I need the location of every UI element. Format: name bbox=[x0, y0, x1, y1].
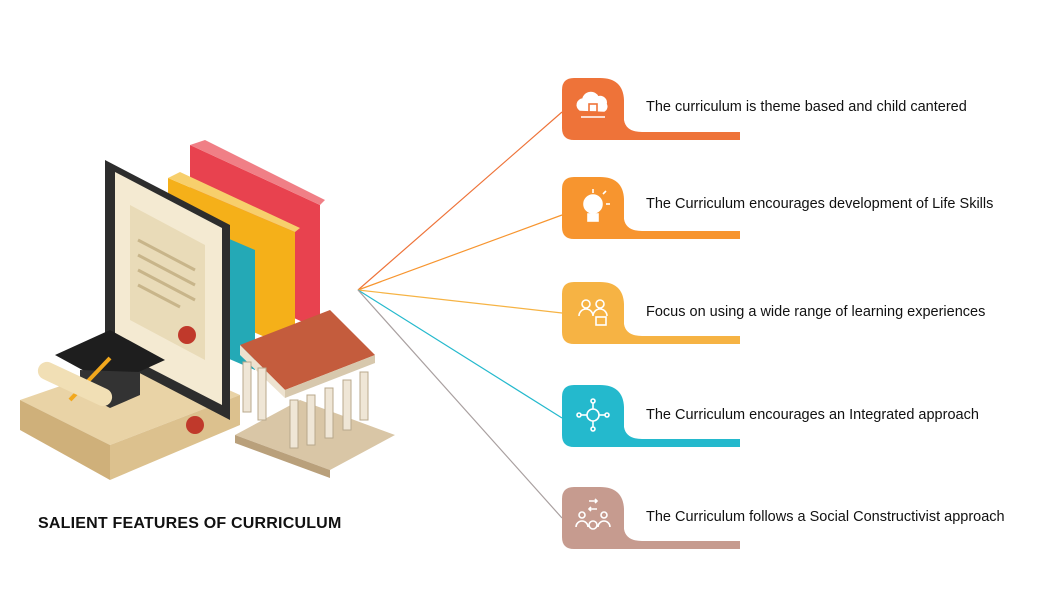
people-learning-icon bbox=[578, 299, 608, 326]
cloud-chip-icon bbox=[576, 91, 608, 118]
feature-card-shape bbox=[562, 282, 740, 344]
feature-text-1: The curriculum is theme based and child … bbox=[646, 99, 967, 115]
diagram-title: SALIENT FEATURES OF CURRICULUM bbox=[38, 515, 342, 532]
feature-text-2: The Curriculum encourages development of… bbox=[646, 196, 994, 212]
feature-card-4 bbox=[562, 385, 740, 447]
connector-lines bbox=[357, 111, 563, 519]
feature-card-5 bbox=[562, 487, 740, 549]
feature-card-shape bbox=[562, 177, 740, 239]
brain-bulb-icon bbox=[583, 189, 610, 222]
feature-card-shape bbox=[562, 385, 740, 447]
feature-text-3: Focus on using a wide range of learning … bbox=[646, 304, 986, 320]
team-exchange-icon bbox=[575, 498, 611, 530]
feature-card-3 bbox=[562, 282, 740, 344]
feature-card-2 bbox=[562, 177, 740, 239]
network-icon bbox=[576, 398, 610, 432]
feature-card-shape bbox=[562, 78, 740, 140]
education-illustration bbox=[20, 140, 395, 480]
feature-text-5: The Curriculum follows a Social Construc… bbox=[646, 509, 1005, 525]
feature-text-4: The Curriculum encourages an Integrated … bbox=[646, 407, 979, 423]
feature-card-shape bbox=[562, 487, 740, 549]
feature-card-1 bbox=[562, 78, 740, 140]
